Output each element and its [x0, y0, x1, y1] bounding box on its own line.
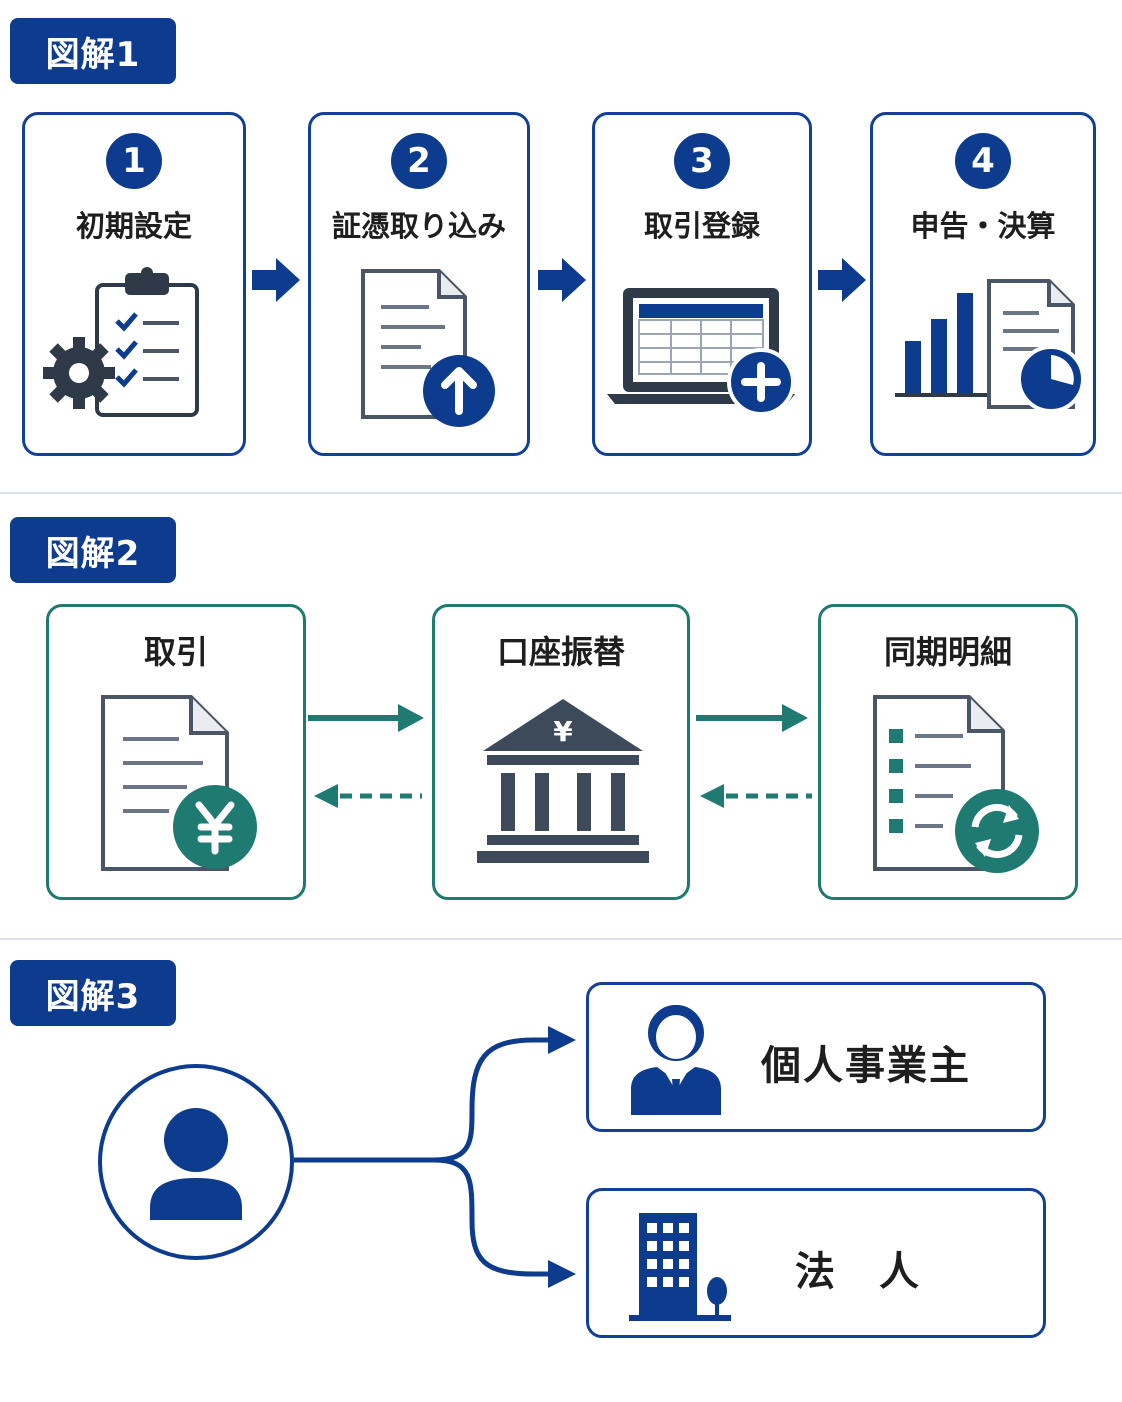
target-box-corporation: 法 人: [586, 1188, 1046, 1338]
section2-badge: 図解2: [10, 517, 176, 583]
clipboard-gear-icon: [43, 267, 199, 417]
step-number-3: 3: [674, 133, 730, 189]
target-label: 個人事業主: [761, 1043, 971, 1089]
flow-box-account-transfer: 口座振替 ¥: [432, 604, 690, 900]
office-building-icon: [629, 1213, 731, 1321]
step-number-1: 1: [106, 133, 162, 189]
branch-connector: [294, 1026, 576, 1288]
businessman-icon: [631, 1005, 721, 1115]
flow-box-label: 口座振替: [496, 633, 625, 671]
flow-box-synced-statement: 同期明細: [818, 604, 1078, 900]
target-label: 法 人: [795, 1249, 921, 1295]
person-icon: [98, 1064, 294, 1260]
step-card-2: 2 証憑取り込み: [308, 112, 530, 456]
step-card-4: 4 申告・決算: [870, 112, 1096, 456]
section1-badge: 図解1: [10, 18, 176, 84]
section3-badge: 図解3: [10, 960, 176, 1026]
section-divider: [0, 492, 1122, 494]
step-card-3: 3 取引登録: [592, 112, 812, 456]
flow-box-label: 取引: [143, 633, 208, 671]
flow-box-transaction: 取引: [46, 604, 306, 900]
arrow-right-icon: [252, 258, 300, 302]
bank-icon: ¥: [477, 699, 649, 863]
step-label-3: 取引登録: [643, 209, 760, 243]
sync-list-icon: [873, 695, 1039, 873]
step-card-1: 1 初期設定: [22, 112, 246, 456]
arrow-right-icon: [538, 258, 586, 302]
svg-text:¥: ¥: [553, 715, 573, 748]
laptop-add-icon: [607, 288, 795, 416]
step-label-1: 初期設定: [75, 209, 192, 243]
step-number-4: 4: [955, 133, 1011, 189]
document-upload-icon: [361, 269, 495, 427]
step-label-4: 申告・決算: [910, 209, 1056, 243]
arrow-right-icon: [818, 258, 866, 302]
bidirectional-arrow-icon: [308, 704, 424, 808]
flow-box-label: 同期明細: [883, 633, 1012, 671]
section-divider: [0, 938, 1122, 940]
report-chart-icon: [895, 279, 1085, 413]
step-number-2: 2: [391, 133, 447, 189]
bidirectional-arrow-icon: [696, 704, 812, 808]
target-box-sole-proprietor: 個人事業主: [586, 982, 1046, 1132]
yen-document-icon: [101, 695, 257, 871]
step-label-2: 証憑取り込み: [331, 209, 506, 243]
